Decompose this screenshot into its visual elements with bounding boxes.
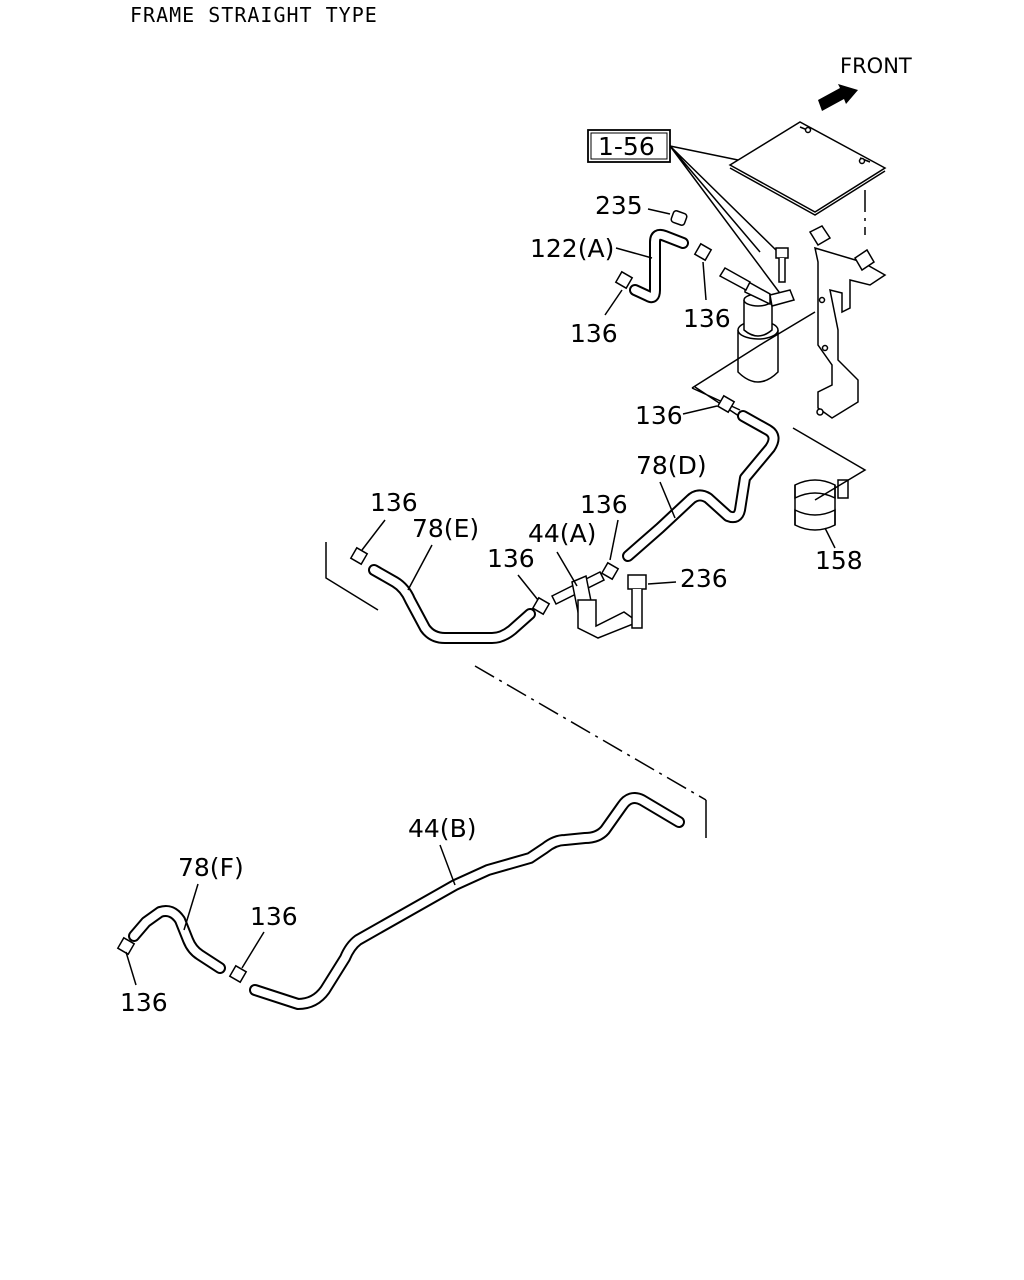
- label-236: 236: [680, 564, 728, 593]
- clip-136-44a-left: [531, 596, 551, 616]
- hose-78e: [368, 564, 536, 644]
- label-44a: 44(A): [528, 519, 596, 548]
- label-78d: 78(D): [636, 451, 707, 480]
- left-boundary-line: [325, 542, 379, 611]
- label-78e: 78(E): [412, 514, 479, 543]
- label-158: 158: [815, 546, 863, 575]
- clamp-outline: [792, 427, 867, 501]
- clip-136-44b: [228, 964, 248, 984]
- label-136-d: 136: [580, 490, 628, 519]
- connection-dash: [474, 665, 707, 801]
- label-136-h: 136: [120, 988, 168, 1017]
- label-122a: 122(A): [530, 234, 614, 263]
- label-136-a: 136: [570, 319, 618, 348]
- clamp-158: [794, 479, 849, 531]
- canister: [718, 266, 796, 383]
- mounting-plate: [728, 121, 887, 216]
- label-136-g: 136: [250, 902, 298, 931]
- ref-1-56-leaders: [669, 145, 786, 301]
- front-arrow-icon: [818, 84, 858, 111]
- canister-bolt: [775, 247, 789, 283]
- clip-136-left: [349, 546, 369, 566]
- label-78f: 78(F): [178, 853, 244, 882]
- bracket: [808, 225, 887, 419]
- clip-136-top-right: [693, 242, 713, 262]
- clip-136-mid: [716, 394, 736, 414]
- front-label: FRONT: [840, 54, 912, 78]
- diagram-title: FRAME STRAIGHT TYPE: [130, 3, 378, 27]
- ref-box-1-56: 1-56: [587, 129, 671, 163]
- bolt-236: [627, 574, 647, 629]
- pipe-44b: [249, 792, 685, 1010]
- ref-1-56-label: 1-56: [598, 132, 655, 161]
- cap-235: [670, 210, 688, 226]
- clip-136-far-left: [116, 936, 136, 956]
- label-235: 235: [595, 191, 643, 220]
- label-136-c: 136: [635, 401, 683, 430]
- pipe-44a: [550, 570, 640, 639]
- clip-136-44a-right: [600, 561, 620, 581]
- clip-136-top-left: [614, 270, 634, 290]
- label-136-f: 136: [370, 488, 418, 517]
- hose-78d: [622, 410, 780, 562]
- label-136-e: 136: [487, 544, 535, 573]
- hose-122a: [629, 228, 689, 304]
- hose-78f: [128, 905, 226, 974]
- label-44b: 44(B): [408, 814, 476, 843]
- label-136-b: 136: [683, 304, 731, 333]
